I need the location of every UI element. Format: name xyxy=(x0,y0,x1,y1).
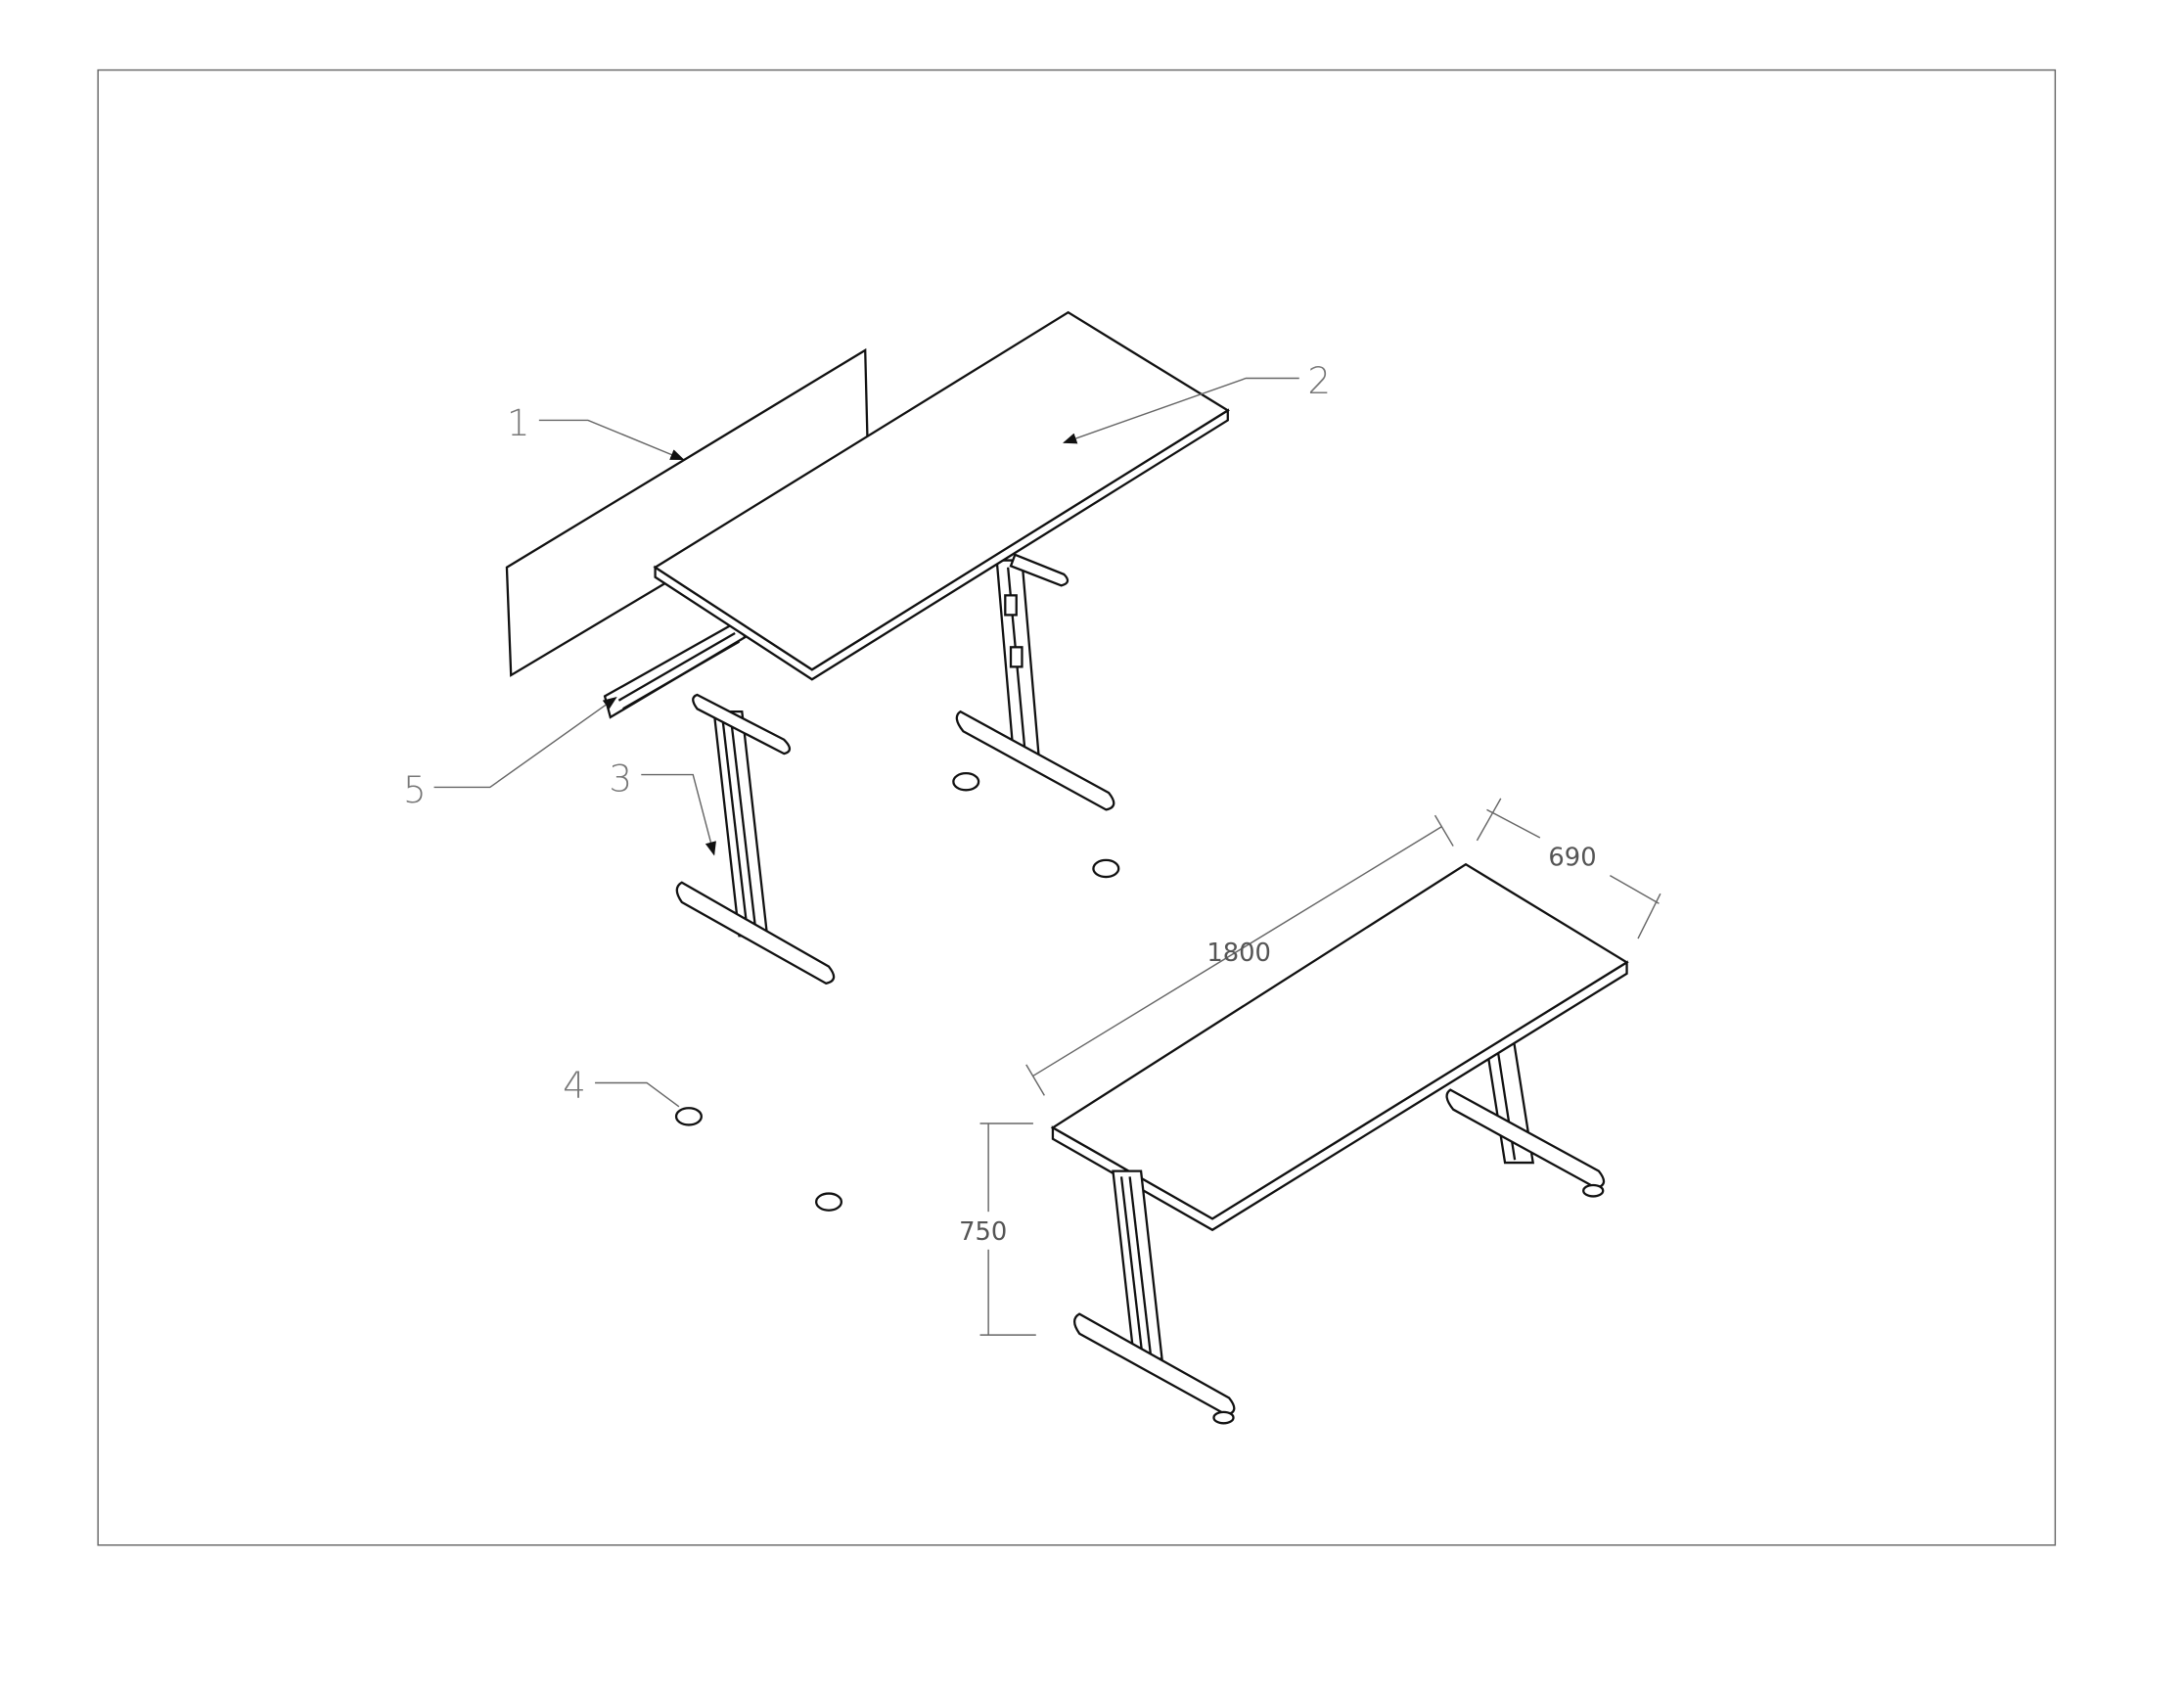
assembled-leg-front xyxy=(1072,1169,1236,1425)
label-part-1: 1 xyxy=(507,401,530,444)
glides xyxy=(674,771,1120,1212)
exploded-view xyxy=(505,310,1230,1212)
dimensions: 1800 690 750 xyxy=(959,798,1661,1336)
assembled-desk-top xyxy=(1050,862,1629,1232)
part-callouts: 1 2 3 4 5 xyxy=(403,359,1331,1108)
assembled-view xyxy=(1050,862,1629,1425)
label-part-5: 5 xyxy=(403,768,427,811)
label-part-4: 4 xyxy=(563,1064,586,1107)
dimension-length: 1800 xyxy=(1206,939,1271,968)
assembled-leg-back xyxy=(1445,1028,1606,1198)
leg-back-right xyxy=(955,553,1115,811)
leg-front-left xyxy=(675,693,836,985)
support-beam xyxy=(603,618,747,719)
dimension-depth: 690 xyxy=(1548,844,1596,873)
label-part-3: 3 xyxy=(609,757,632,801)
drawing-border xyxy=(97,69,2057,1546)
dimension-height: 750 xyxy=(959,1217,1007,1247)
label-part-2: 2 xyxy=(1307,359,1331,402)
desk-top-exploded xyxy=(653,310,1230,681)
